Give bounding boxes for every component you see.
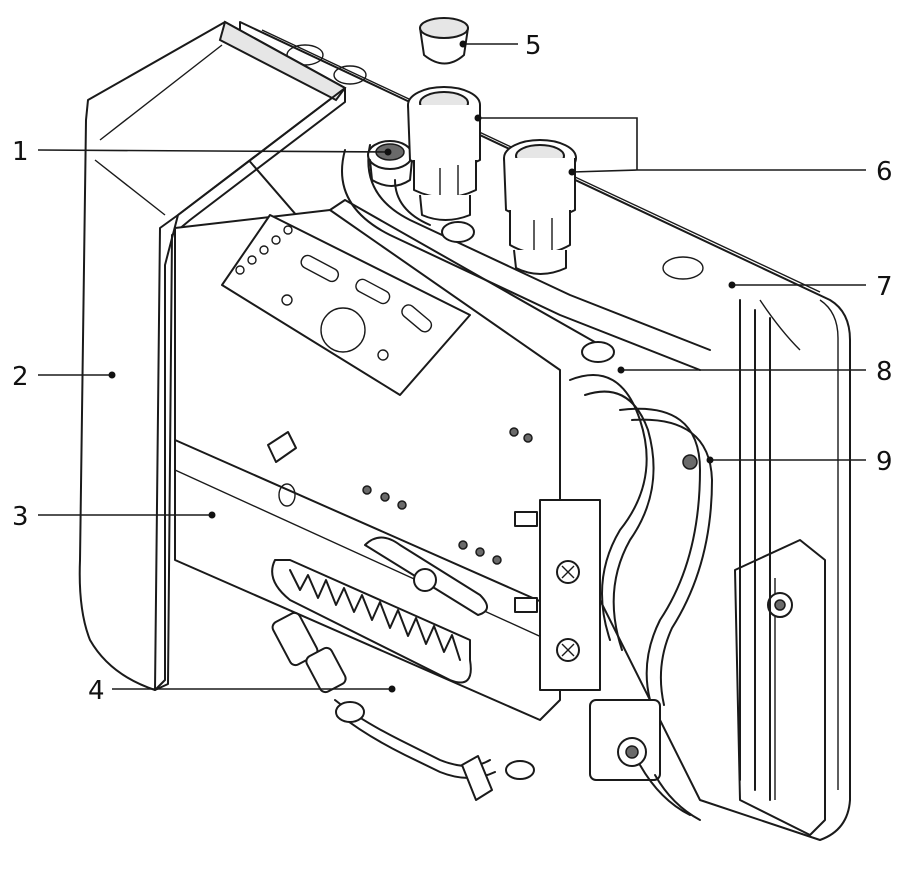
callout-6: 6 [876, 157, 893, 187]
leader-dot-8 [617, 366, 625, 374]
callout-leaders [37, 40, 866, 693]
terminal-block [514, 499, 601, 691]
pipe-connector-right [441, 139, 577, 275]
circuit-plate [221, 214, 471, 396]
heating-element [271, 559, 472, 684]
leader-dot-3 [208, 511, 216, 519]
callout-7: 7 [876, 272, 893, 302]
leader-dot-9 [706, 456, 714, 464]
chassis-components [267, 427, 533, 616]
leader-dot-6a [474, 114, 482, 122]
callout-3: 3 [12, 502, 29, 532]
leader-dot-7 [728, 281, 736, 289]
callout-1: 1 [12, 137, 29, 167]
callout-9: 9 [876, 447, 893, 477]
callout-2: 2 [12, 362, 29, 392]
leader-dot-5 [459, 40, 467, 48]
leader-dot-6b [568, 168, 576, 176]
callout-labels: 1 2 3 4 5 6 7 8 9 [12, 31, 893, 706]
bottom-pipe-assembly [271, 611, 701, 821]
leader-6 [478, 117, 866, 173]
front-cover [78, 20, 347, 691]
leader-dot-1 [384, 148, 392, 156]
callout-4: 4 [88, 676, 105, 706]
leader-dot-4 [388, 685, 396, 693]
callout-5: 5 [525, 31, 542, 61]
callout-8: 8 [876, 357, 893, 387]
pipe-connector-left [407, 86, 481, 221]
leader-dot-2 [108, 371, 116, 379]
mounting-rail [734, 299, 826, 836]
temperature-knob [367, 140, 413, 187]
wiring-bundle [569, 341, 713, 706]
leader-1 [37, 149, 389, 153]
pipe-cap [419, 17, 469, 65]
